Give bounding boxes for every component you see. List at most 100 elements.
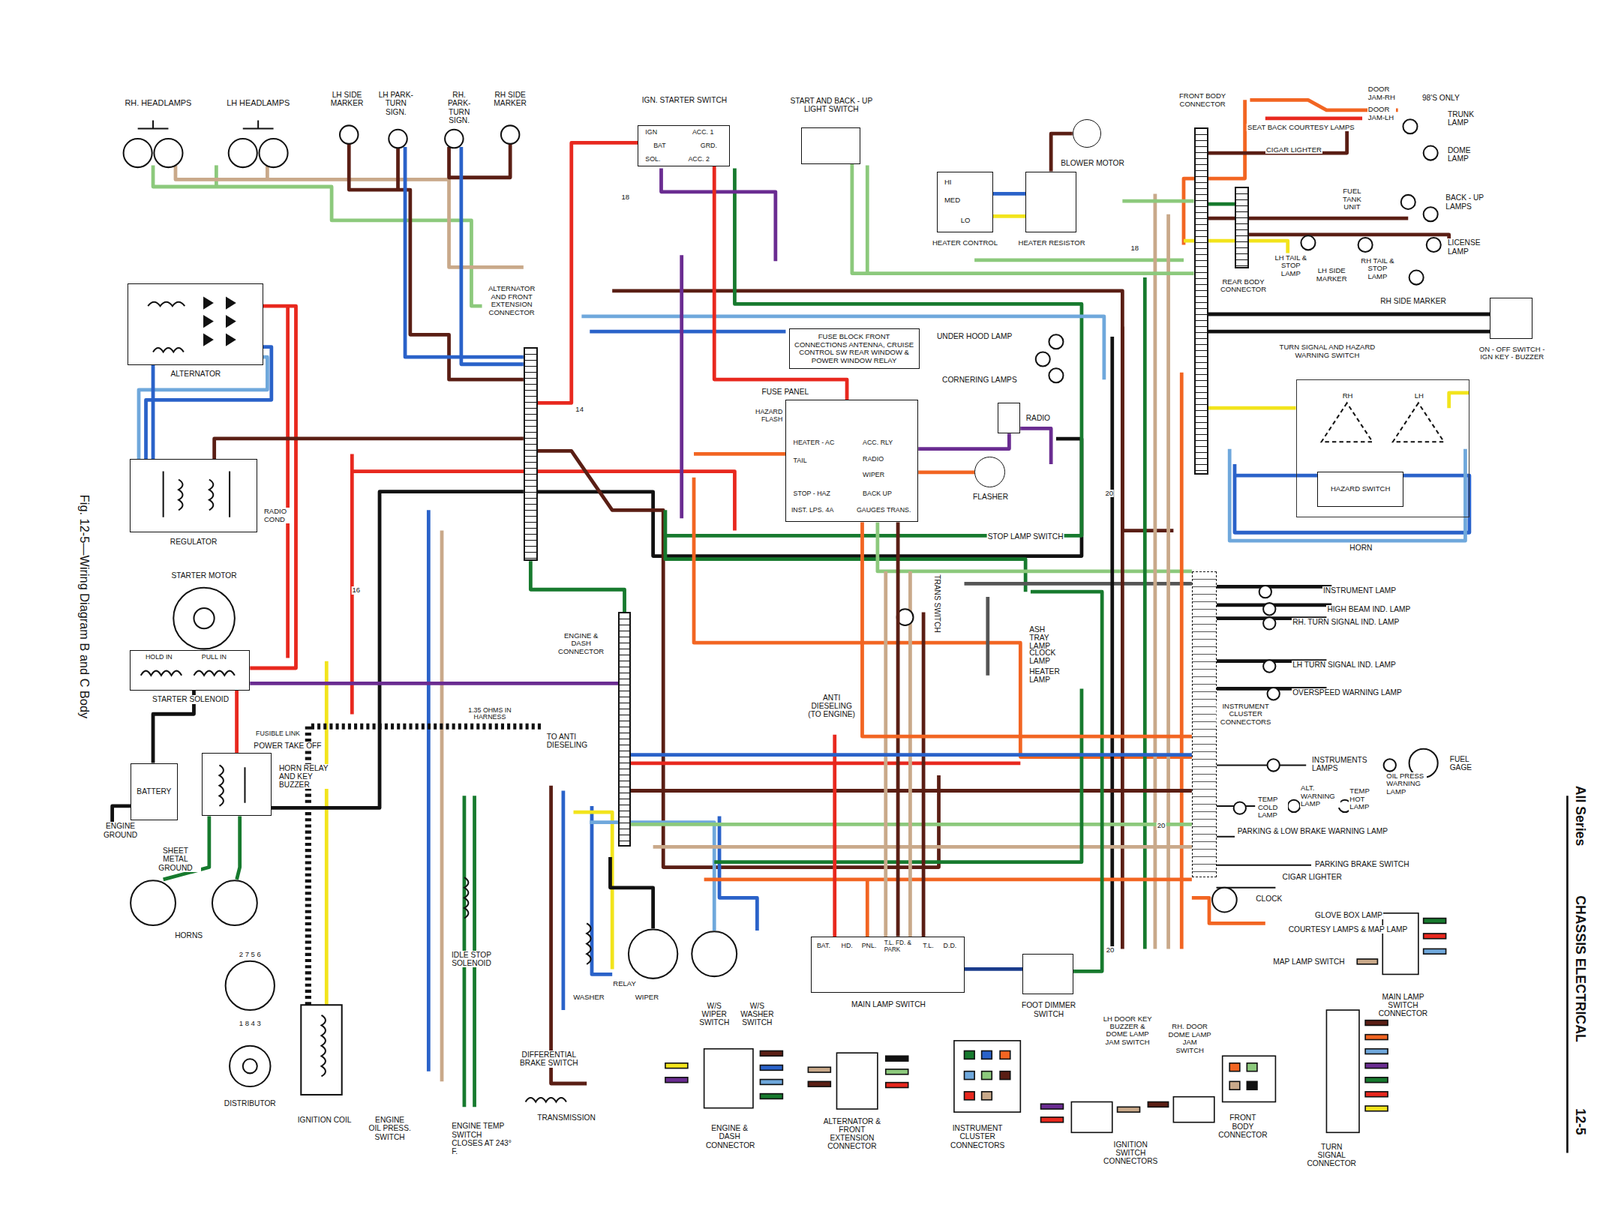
component-box: BLOWER MOTOR xyxy=(1072,119,1102,148)
coil-winding xyxy=(321,1015,326,1078)
wire xyxy=(461,147,524,365)
wiper-motor-symbol xyxy=(628,930,678,979)
part-label: MAIN LAMP SWITCH CONNECTOR xyxy=(1367,993,1439,1019)
component-label: ACC. 1 xyxy=(691,129,715,137)
wire xyxy=(630,761,1021,766)
headlamp-symbol xyxy=(259,138,289,168)
wire xyxy=(285,306,290,658)
part-label: IGNITION COIL xyxy=(297,1116,353,1125)
color-chip xyxy=(964,1050,976,1060)
part-label: TEMP COLD LAMP xyxy=(1257,795,1288,820)
starter-motor-symbol xyxy=(173,588,235,650)
component-box: HORN RELAY AND KEY BUZZER xyxy=(201,753,272,817)
component-label: HI xyxy=(943,178,953,187)
distributor-symbol xyxy=(229,1046,271,1087)
wire xyxy=(693,477,1192,758)
connector-face xyxy=(1071,1101,1112,1133)
component-label: SOL. xyxy=(644,156,661,164)
wire xyxy=(214,438,524,460)
component-label: IGN xyxy=(644,129,658,137)
part-label: LH DOOR KEY BUZZER & DOME LAMP JAM SWITC… xyxy=(1101,1015,1155,1048)
component-box: REGULATOR xyxy=(129,459,258,533)
component-label: FUSE PANEL xyxy=(760,387,810,397)
lamp-symbol xyxy=(1267,759,1280,772)
wire xyxy=(896,522,901,937)
wire xyxy=(832,735,837,937)
color-chip xyxy=(1365,1092,1388,1098)
washer-winding xyxy=(586,923,591,964)
wire xyxy=(348,142,524,380)
part-label: PARKING & LOW BRAKE WARNING LAMP xyxy=(1236,827,1389,836)
component-label: HAZARD SWITCH xyxy=(1330,485,1390,493)
wire xyxy=(1020,428,1051,465)
lamp-symbol xyxy=(1263,660,1276,673)
component-label: REGULATOR xyxy=(169,537,218,547)
wire xyxy=(589,330,786,334)
color-chip xyxy=(1365,1063,1388,1069)
headlamp-symbol xyxy=(123,138,153,168)
component-label: ENGINE & DASH CONNECTOR xyxy=(555,632,607,656)
part-label: TO ANTI DIESELING xyxy=(546,732,592,750)
part-label: CLOCK LAMP xyxy=(1028,648,1066,666)
component-box: REAR BODY CONNECTOR xyxy=(1234,186,1249,269)
part-label: IGNITION SWITCH CONNECTORS xyxy=(1099,1140,1162,1167)
part-label: SHEET METAL GROUND xyxy=(150,846,202,873)
part-label: LH HEADLAMPS xyxy=(225,99,291,109)
lamp-symbol xyxy=(1409,270,1424,286)
component-label: ALTERNATOR xyxy=(169,369,222,379)
component-box: HAZARD SWITCH xyxy=(1317,471,1405,507)
wire xyxy=(1229,449,1465,541)
part-label: 18 xyxy=(621,193,631,202)
color-chip xyxy=(759,1080,783,1086)
part-label: TRANSMISSION xyxy=(536,1113,597,1123)
component-label: HEATER RESISTOR xyxy=(1017,239,1087,247)
part-label: WIPER xyxy=(634,993,660,1002)
part-label: 12-5 xyxy=(1572,1108,1587,1137)
component-label: WIPER xyxy=(861,471,886,480)
color-chip xyxy=(1365,1049,1388,1055)
color-chip xyxy=(759,1050,783,1057)
component-label: FUSE BLOCK FRONT CONNECTIONS ANTENNA, CR… xyxy=(792,333,917,365)
part-label: 1.35 OHMS IN HARNESS xyxy=(464,707,516,722)
component-label: PULL IN xyxy=(201,654,228,662)
part-label: ALTERNATOR & FRONT EXTENSION CONNECTOR xyxy=(820,1117,884,1152)
color-chip xyxy=(1246,1081,1258,1090)
part-label: INSTRUMENT LAMP xyxy=(1322,586,1397,595)
color-chip xyxy=(1423,948,1447,955)
wire xyxy=(581,316,1104,380)
component-box: BATTERY xyxy=(130,763,178,821)
component-box: HOLD INPULL INSTARTER SOLENOID xyxy=(129,650,251,691)
part-label: UNDER HOOD LAMP xyxy=(936,332,1013,341)
part-label: RELAY xyxy=(612,980,637,988)
component-label: T.L. FD. & PARK xyxy=(883,940,919,955)
horn-symbol xyxy=(130,880,176,926)
part-label: 16 xyxy=(351,586,361,595)
wire xyxy=(865,165,870,274)
figure-caption: Fig. 12-5—Wiring Diagram B and C Body xyxy=(77,494,91,720)
wire xyxy=(1216,765,1312,888)
component-label: STOP - HAZ xyxy=(792,490,832,499)
part-label: FUSIBLE LINK xyxy=(255,730,301,739)
part-label: RH. TURN SIGNAL IND. LAMP xyxy=(1291,618,1400,627)
part-label: INSTRUMENTS LAMPS xyxy=(1311,756,1360,773)
connector-faces xyxy=(665,913,1447,1134)
wire xyxy=(660,168,775,262)
color-chip xyxy=(1356,959,1378,965)
wire xyxy=(679,255,684,519)
page-rule xyxy=(1566,795,1569,1153)
part-label: PARKING BRAKE SWITCH xyxy=(1314,860,1410,869)
wire xyxy=(151,365,156,460)
lamp-symbol xyxy=(1048,334,1063,349)
part-label: All Series xyxy=(1572,785,1587,848)
part-label: ASH TRAY LAMP xyxy=(1028,625,1066,652)
component-label: BACK UP xyxy=(861,490,893,499)
wire xyxy=(1120,326,1125,949)
part-label: LH SIDE MARKER xyxy=(1314,267,1349,283)
component-label: HAZARD FLASH xyxy=(750,408,784,424)
color-chip xyxy=(1365,1020,1388,1027)
part-label: RH. PARK-TURN SIGN. xyxy=(439,90,479,125)
turn-signal-contacts xyxy=(1321,402,1444,442)
wire xyxy=(1166,214,1171,950)
wire xyxy=(146,347,272,460)
